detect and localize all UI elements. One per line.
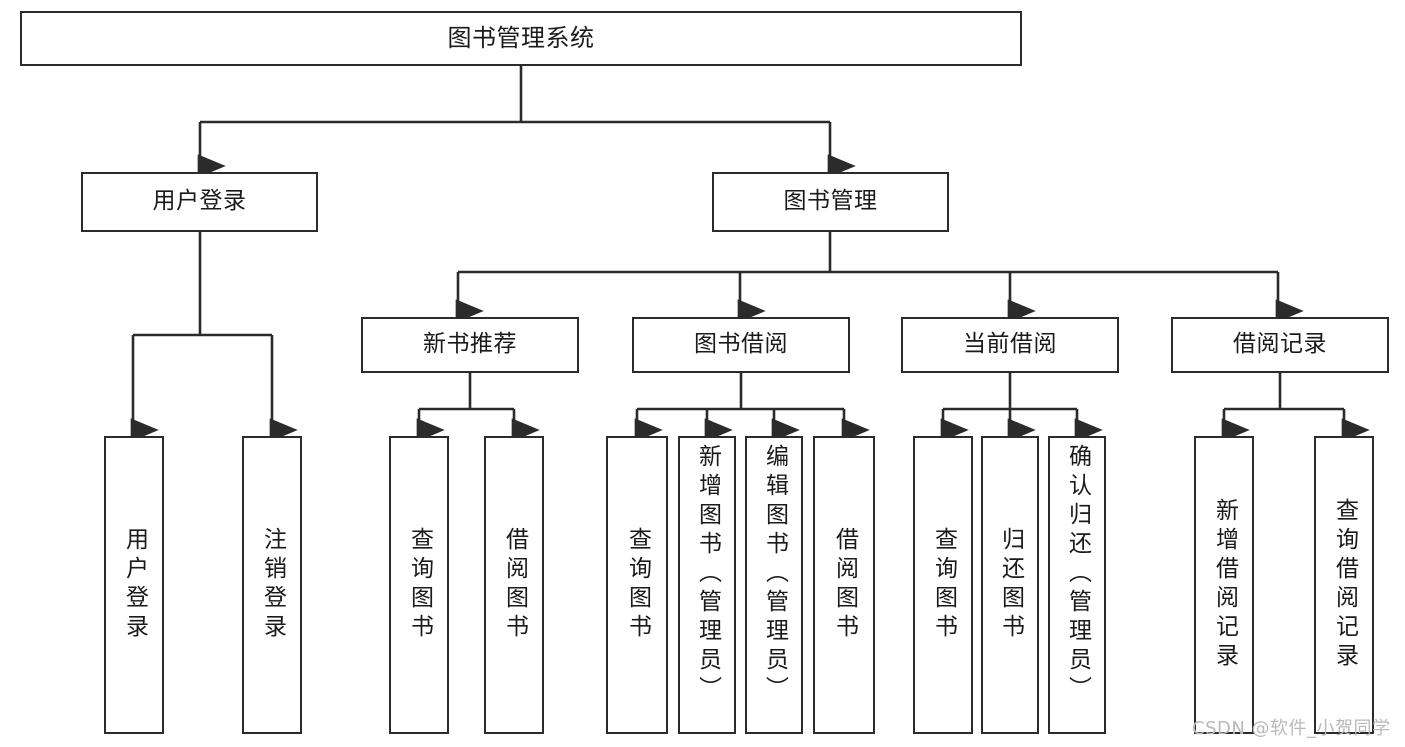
leaf-confirm-return-admin[interactable]: 确认归还（管理员） xyxy=(1048,436,1106,734)
node-book-borrow[interactable]: 图书借阅 xyxy=(632,317,850,373)
node-label: 查询图书 xyxy=(624,527,651,643)
node-root-system[interactable]: 图书管理系统 xyxy=(20,11,1022,66)
node-label: 用户登录 xyxy=(121,527,148,643)
node-label: 查询图书 xyxy=(930,527,957,643)
node-new-book-recommend[interactable]: 新书推荐 xyxy=(361,317,579,373)
leaf-add-borrow-record[interactable]: 新增借阅记录 xyxy=(1194,436,1254,734)
leaf-query-borrow-record[interactable]: 查询借阅记录 xyxy=(1314,436,1374,734)
leaf-query-books-borrow[interactable]: 查询图书 xyxy=(606,436,668,734)
node-borrow-records[interactable]: 借阅记录 xyxy=(1171,317,1389,373)
leaf-query-books-current[interactable]: 查询图书 xyxy=(913,436,973,734)
node-label: 查询图书 xyxy=(406,527,433,643)
node-label: 新增图书（管理员） xyxy=(694,444,721,705)
leaf-query-books-recommend[interactable]: 查询图书 xyxy=(389,436,449,734)
leaf-logout[interactable]: 注销登录 xyxy=(242,436,302,734)
node-label: 借阅图书 xyxy=(831,527,858,643)
leaf-user-login[interactable]: 用户登录 xyxy=(104,436,164,734)
node-label: 借阅图书 xyxy=(501,527,528,643)
node-label: 用户登录 xyxy=(152,188,247,215)
node-label: 图书借阅 xyxy=(694,331,788,358)
leaf-return-book[interactable]: 归还图书 xyxy=(981,436,1039,734)
node-user-login[interactable]: 用户登录 xyxy=(81,172,318,232)
node-label: 图书管理系统 xyxy=(447,24,595,53)
leaf-edit-book-admin[interactable]: 编辑图书（管理员） xyxy=(745,436,803,734)
node-book-management[interactable]: 图书管理 xyxy=(712,172,949,232)
node-label: 归还图书 xyxy=(997,527,1024,643)
node-label: 确认归还（管理员） xyxy=(1064,444,1091,705)
node-label: 借阅记录 xyxy=(1233,331,1327,358)
leaf-lend-book[interactable]: 借阅图书 xyxy=(813,436,875,734)
node-label: 新书推荐 xyxy=(423,331,517,358)
node-current-borrow[interactable]: 当前借阅 xyxy=(901,317,1119,373)
leaf-borrow-books-recommend[interactable]: 借阅图书 xyxy=(484,436,544,734)
node-label: 编辑图书（管理员） xyxy=(761,444,788,705)
leaf-add-book-admin[interactable]: 新增图书（管理员） xyxy=(678,436,736,734)
node-label: 当前借阅 xyxy=(963,331,1057,358)
node-label: 图书管理 xyxy=(783,188,878,215)
node-label: 查询借阅记录 xyxy=(1331,498,1358,672)
node-label: 新增借阅记录 xyxy=(1211,498,1238,672)
node-label: 注销登录 xyxy=(259,527,286,643)
